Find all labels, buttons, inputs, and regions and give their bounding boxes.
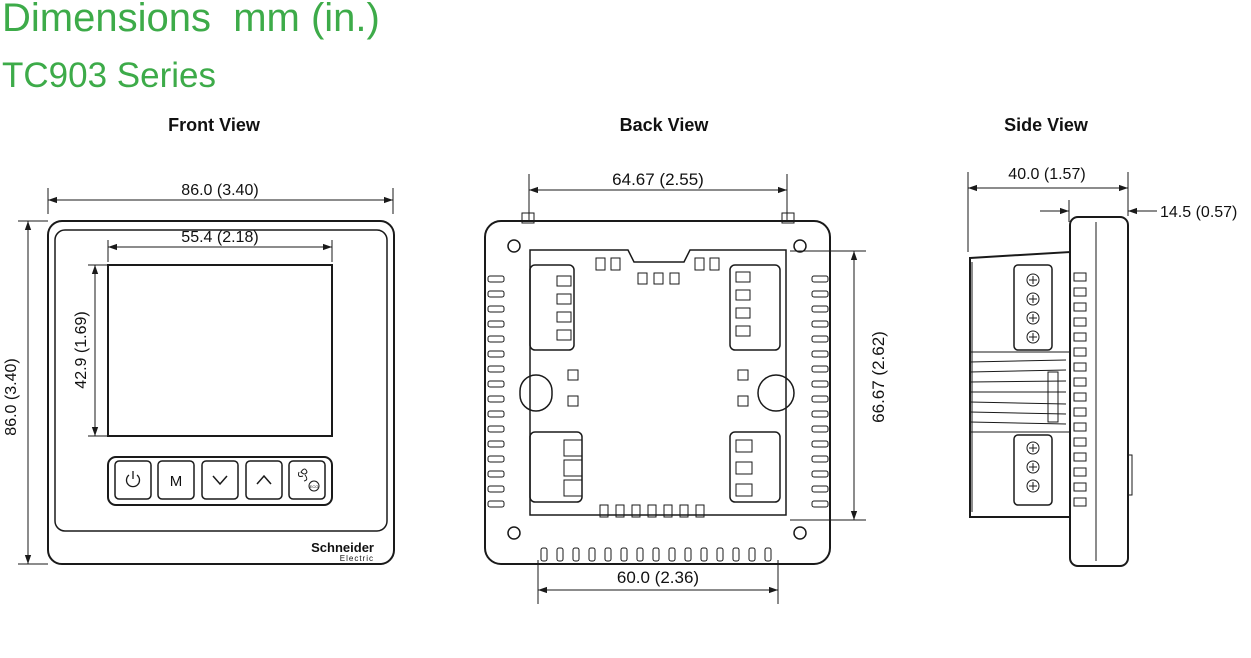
display-width-label: 55.4 (2.18): [181, 229, 258, 246]
front-view-label: Front View: [168, 115, 260, 135]
side-view-label: Side View: [1004, 115, 1088, 135]
series-subtitle: TC903 Series: [2, 56, 216, 95]
page-title: Dimensions mm (in.): [2, 0, 380, 40]
eco-text: ECO: [310, 484, 319, 489]
power-icon: [125, 471, 141, 488]
down-icon: [212, 475, 228, 486]
terminal-block: [529, 264, 575, 351]
side-rear-body: [969, 250, 1071, 518]
mode-button[interactable]: [157, 460, 195, 500]
back-view: [484, 174, 866, 604]
terminal-block: [1013, 434, 1053, 506]
mount-hole: [507, 526, 521, 540]
mount-hole: [793, 239, 807, 253]
vent-ribs: [487, 275, 829, 562]
terminal-screws: [1026, 273, 1040, 493]
terminal-block: [1013, 264, 1053, 351]
back-view-label: Back View: [619, 115, 709, 135]
terminal-block: [529, 431, 583, 503]
inner-frame: [529, 249, 787, 516]
up-icon: [256, 474, 272, 485]
up-button[interactable]: [245, 460, 283, 500]
display-height-label: 42.9 (1.69): [73, 311, 90, 388]
back-bottom-label: 60.0 (2.36): [617, 568, 699, 587]
back-right-label: 66.67 (2.62): [869, 331, 888, 423]
side-depth-label: 40.0 (1.57): [1008, 166, 1085, 183]
display-screen: [107, 264, 333, 437]
down-button[interactable]: [201, 460, 239, 500]
brand-sub: Electric: [340, 554, 374, 563]
front-width-label: 86.0 (3.40): [181, 182, 258, 199]
side-view: [967, 172, 1157, 567]
slot-oval: [519, 374, 553, 412]
front-height-label: 86.0 (3.40): [3, 358, 20, 435]
brand-name: Schneider: [311, 540, 374, 555]
terminal-block: [729, 431, 781, 503]
front-bezel: [54, 229, 388, 532]
side-front-cover: [1069, 216, 1129, 567]
mount-hole: [507, 239, 521, 253]
back-plate: [484, 220, 831, 565]
mode-button-label: M: [170, 473, 183, 490]
terminal-block: [729, 264, 781, 351]
button-panel: [107, 456, 333, 506]
back-top-label: 64.67 (2.55): [612, 170, 704, 189]
power-button[interactable]: [114, 460, 152, 500]
slot-oval: [757, 374, 795, 412]
fan-eco-icon: [298, 468, 320, 492]
mount-hole: [793, 526, 807, 540]
fan-eco-button[interactable]: [288, 460, 326, 500]
front-housing: [47, 220, 395, 565]
front-view: [18, 188, 395, 565]
side-front-depth-label: 14.5 (0.57): [1160, 204, 1237, 221]
